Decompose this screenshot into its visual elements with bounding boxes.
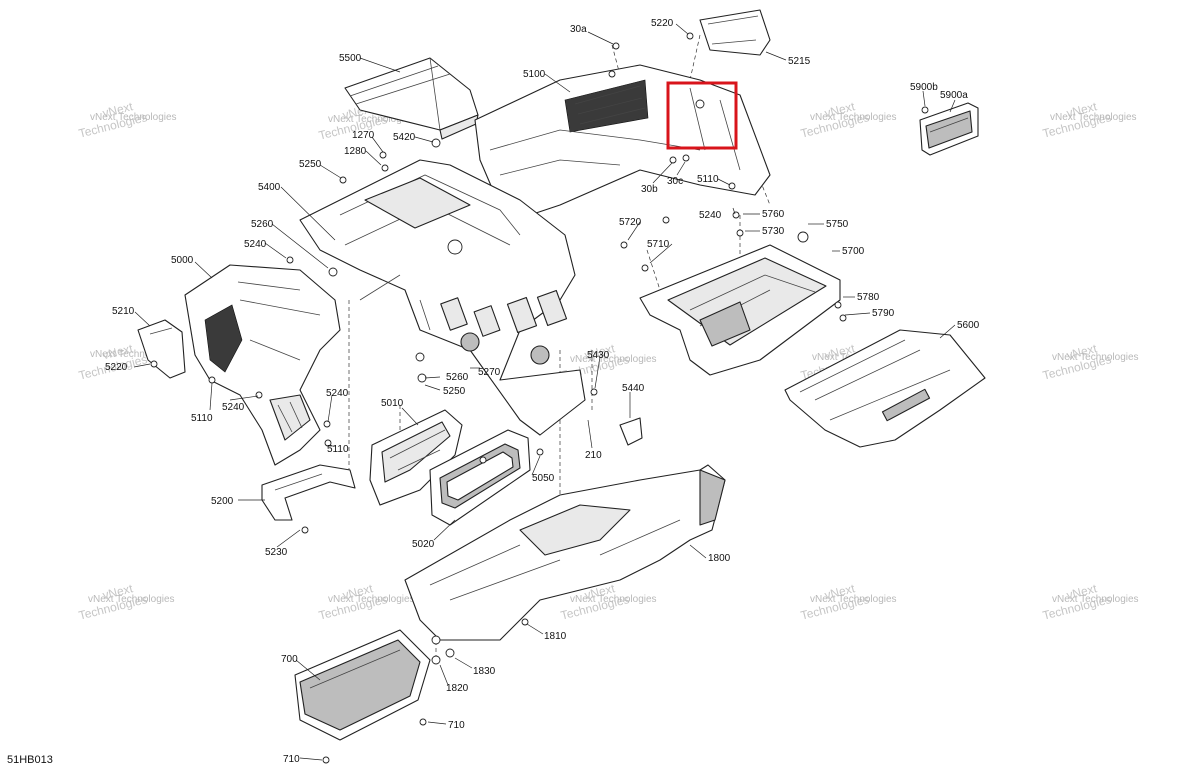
fasteners: [150, 32, 929, 764]
callout-5720: 5720: [619, 217, 642, 228]
callout-5730: 5730: [762, 226, 785, 237]
watermark-text: vNext Technologies: [328, 114, 415, 125]
callout-5240: 5240: [244, 239, 267, 250]
part-5900a-reflector: [919, 102, 979, 156]
watermark-text: vNext Technologies: [570, 594, 657, 605]
callout-5220: 5220: [105, 362, 128, 373]
callout-5240: 5240: [326, 388, 349, 399]
watermark-text: vNext Technologies: [1052, 352, 1139, 363]
watermark-text: vNext Technologies: [90, 112, 177, 123]
callout-1270: 1270: [352, 130, 375, 141]
callout-5010: 5010: [381, 398, 404, 409]
part-5600-lid: [784, 329, 986, 448]
callout-5110: 5110: [697, 174, 719, 185]
watermark-text: vNext Technologies: [810, 112, 897, 123]
part-5200-handle: [261, 464, 356, 521]
callout-1280: 1280: [344, 146, 367, 157]
callout-5250: 5250: [443, 386, 466, 397]
part-5700-tray: [639, 231, 841, 376]
callout-5780: 5780: [857, 292, 880, 303]
callout-1830: 1830: [473, 666, 496, 677]
callout-5790: 5790: [872, 308, 895, 319]
callout-5750: 5750: [826, 219, 849, 230]
callout-5020: 5020: [412, 539, 435, 550]
callout-1810: 1810: [544, 631, 567, 642]
callout-5430: 5430: [587, 350, 610, 361]
callout-5210: 5210: [112, 306, 135, 317]
part-5000-side-panel: [184, 264, 341, 466]
callout-5260: 5260: [251, 219, 274, 230]
callout-1820: 1820: [446, 683, 469, 694]
callout-5215: 5215: [788, 56, 811, 67]
part-5440-clip: [619, 417, 643, 446]
callout-5220: 5220: [651, 18, 674, 29]
callout-5700: 5700: [842, 246, 865, 257]
watermark-text: vNext Technologies: [1052, 594, 1139, 605]
watermark-text: vNext Technologies: [810, 594, 897, 605]
watermark-text: vNext Technologies: [1050, 112, 1137, 123]
part-5500-cover: [344, 57, 479, 140]
callout-5760: 5760: [762, 209, 785, 220]
callout-710: 710: [283, 754, 300, 765]
callout-5100: 5100: [523, 69, 546, 80]
callout-5900a: 5900a: [940, 90, 968, 101]
callout-5440: 5440: [622, 383, 645, 394]
callout-700: 700: [281, 654, 298, 665]
watermark-text: vNext Technologies: [88, 594, 175, 605]
watermark-text: vNext Technologies: [328, 594, 415, 605]
callout-5260: 5260: [446, 372, 469, 383]
callout-30b: 30b: [641, 184, 658, 195]
callout-5050: 5050: [532, 473, 555, 484]
callout-5710: 5710: [647, 239, 670, 250]
callout-5110: 5110: [327, 444, 349, 455]
leader-lines: [133, 23, 956, 761]
watermark-text: vNext Technologies: [570, 354, 657, 365]
callout-30c: 30c: [667, 176, 683, 187]
callout-210: 210: [585, 450, 602, 461]
callout-5250: 5250: [299, 159, 322, 170]
part-700-shield: [294, 629, 431, 741]
diagram-code-label: 51HB013: [7, 754, 53, 766]
highlight-box: [666, 81, 738, 150]
callout-710: 710: [448, 720, 465, 731]
callout-5230: 5230: [265, 547, 288, 558]
callout-5240: 5240: [222, 402, 245, 413]
part-1800-floor: [404, 464, 726, 641]
callout-5600: 5600: [957, 320, 980, 331]
callout-5270: 5270: [478, 367, 501, 378]
callout-5200: 5200: [211, 496, 234, 507]
callout-5500: 5500: [339, 53, 362, 64]
callout-labels: 30a 5220 5215 5500 5100 5900b 5900a 1270…: [105, 18, 980, 765]
callout-1800: 1800: [708, 553, 731, 564]
watermark-text: vNext Technologies: [90, 349, 177, 360]
callout-5420: 5420: [393, 132, 416, 143]
part-5400-frame: [299, 159, 586, 436]
part-5100-dash-panel: [474, 64, 771, 216]
callout-5110: 5110: [191, 413, 213, 424]
callout-5900b: 5900b: [910, 82, 938, 93]
callout-5240: 5240: [699, 210, 722, 221]
callout-30a: 30a: [570, 24, 587, 35]
part-5215-panel: [699, 9, 771, 56]
part-5020-bezel: [429, 429, 531, 526]
callout-5000: 5000: [171, 255, 194, 266]
part-5210-panel: [137, 319, 186, 379]
callout-5400: 5400: [258, 182, 281, 193]
